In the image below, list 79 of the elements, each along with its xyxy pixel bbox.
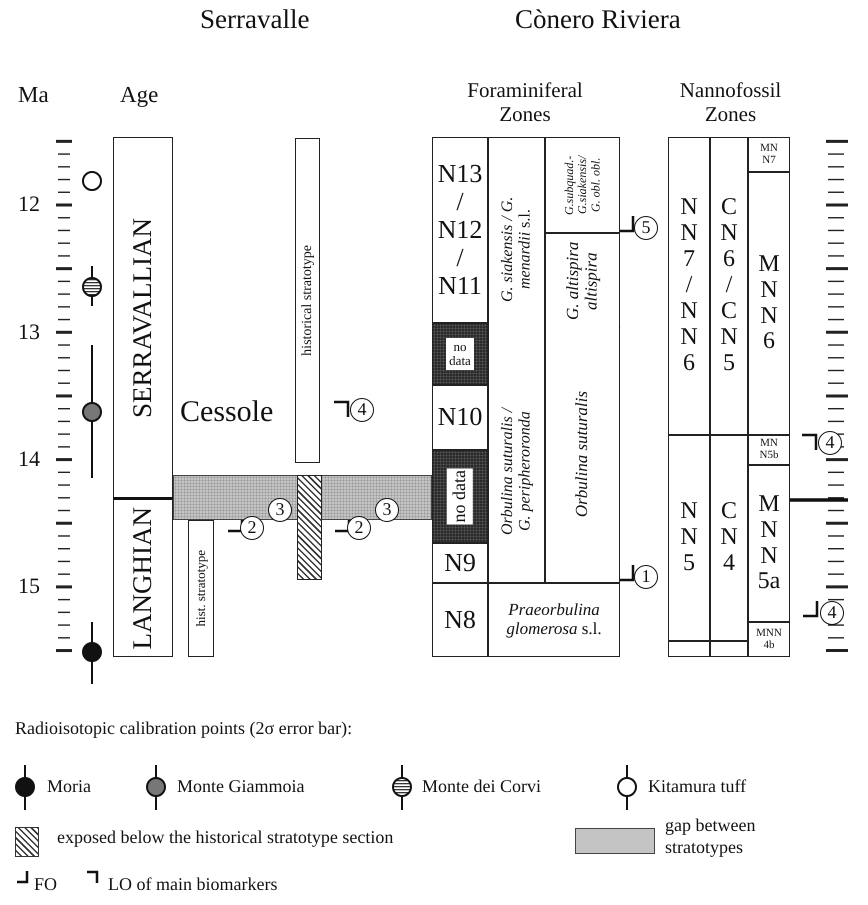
no-data-label: no data [446, 338, 474, 370]
stage-box [113, 497, 173, 657]
column-heading: Foraminiferal Zones [466, 78, 584, 126]
callout-number: 2 [240, 516, 264, 540]
zone-cell [432, 583, 488, 657]
axis-tick-label: 14 [18, 446, 40, 472]
zone-cell [488, 360, 545, 583]
zone-label: M N N 6 [758, 252, 780, 356]
column-heading: Nannofossil Zones [678, 78, 782, 126]
stage-box [113, 137, 173, 499]
stage-name: SERRAVALLIAN [128, 218, 158, 418]
zone-label: N8 [444, 606, 476, 634]
callout-number: 4 [350, 398, 374, 422]
zone-cell [545, 327, 620, 583]
species-zone-label: Praeorbulina glomerosa s.l. [505, 601, 603, 639]
section-heading: Cònero Riviera [515, 4, 681, 36]
species-zone-label: G.subquad.- G.siakensis/ G. obl. obl. [562, 154, 602, 217]
zone-cell [748, 622, 790, 657]
axis-tick-label: 15 [18, 573, 40, 598]
zone-cell [432, 385, 488, 450]
callout-number: 1 [634, 565, 658, 589]
column-heading: Ma [18, 82, 49, 108]
zone-cell [488, 137, 545, 360]
zone-label: C N 4 [720, 499, 738, 577]
stratotype-label: hist. stratotype [194, 550, 208, 627]
axis-tick-label: 13 [18, 319, 40, 344]
zone-label: MN N5b [760, 438, 778, 462]
zone-label: N13 / N12 / N11 [438, 160, 482, 300]
zone-cell [545, 233, 620, 327]
zone-cell [432, 137, 488, 323]
stage-name: LANGHIAN [128, 506, 158, 650]
zone-cell [545, 137, 620, 233]
legend-label: LO of main biomarkers [108, 874, 278, 896]
legend-label: FO [34, 874, 58, 896]
zone-cell [748, 465, 790, 622]
species-zone-label: Orbulina suturalis / G. peripheroronda [498, 406, 534, 537]
axis-tick-label: 12 [18, 191, 40, 216]
zone-cell [488, 583, 620, 657]
zone-cell [748, 172, 790, 435]
zone-cell [710, 641, 748, 657]
zone-cell [668, 641, 710, 657]
zone-cell [668, 435, 710, 641]
section-name: Cessole [180, 395, 274, 430]
zone-label: N9 [444, 548, 476, 578]
zone-cell [668, 137, 710, 435]
species-zone-label: Orbulina suturalis [573, 391, 592, 518]
zone-cell [710, 435, 748, 641]
legend-label: Monte dei Corvi [422, 776, 541, 798]
legend-label: exposed below the historical stratotype section [57, 827, 394, 849]
stratotype-label: historical stratotype [300, 245, 316, 356]
stratotype-bar [188, 520, 214, 657]
zone-cell [748, 137, 790, 172]
no-data-cell [432, 323, 488, 385]
zone-label: N N 7 / N N 6 [680, 195, 698, 377]
zone-cell [432, 543, 488, 583]
callout-number: 5 [634, 216, 658, 240]
zone-label: N N 5 [680, 499, 698, 577]
legend-label: Moria [47, 776, 91, 798]
legend-heading: Radioisotopic calibration points (2σ error bar): [15, 718, 352, 739]
zone-label: C N 6 / C N 5 [720, 195, 738, 377]
callout-number: 2 [347, 516, 371, 540]
species-zone-label: G. altispira altispira [564, 240, 602, 322]
column-heading: Age [120, 82, 158, 108]
callout-number: 4 [818, 431, 842, 455]
no-data-label: no data [447, 468, 473, 525]
stratotype-bar [295, 138, 320, 463]
hatched-interval-bar [297, 475, 322, 580]
zone-cell [748, 435, 790, 465]
zone-label: MN N7 [760, 142, 778, 166]
callout-number: 4 [820, 601, 844, 625]
legend-label: Monte Giammoia [177, 776, 304, 798]
zone-label: MNN 4b [756, 628, 782, 652]
zone-label: M N N 5a [758, 492, 780, 596]
legend-label: Kitamura tuff [648, 776, 746, 798]
legend-label: gap between stratotypes [665, 815, 756, 858]
zone-label: N10 [438, 403, 482, 432]
no-data-cell [432, 450, 488, 543]
section-heading: Serravalle [200, 4, 310, 36]
zone-cell [710, 137, 748, 435]
